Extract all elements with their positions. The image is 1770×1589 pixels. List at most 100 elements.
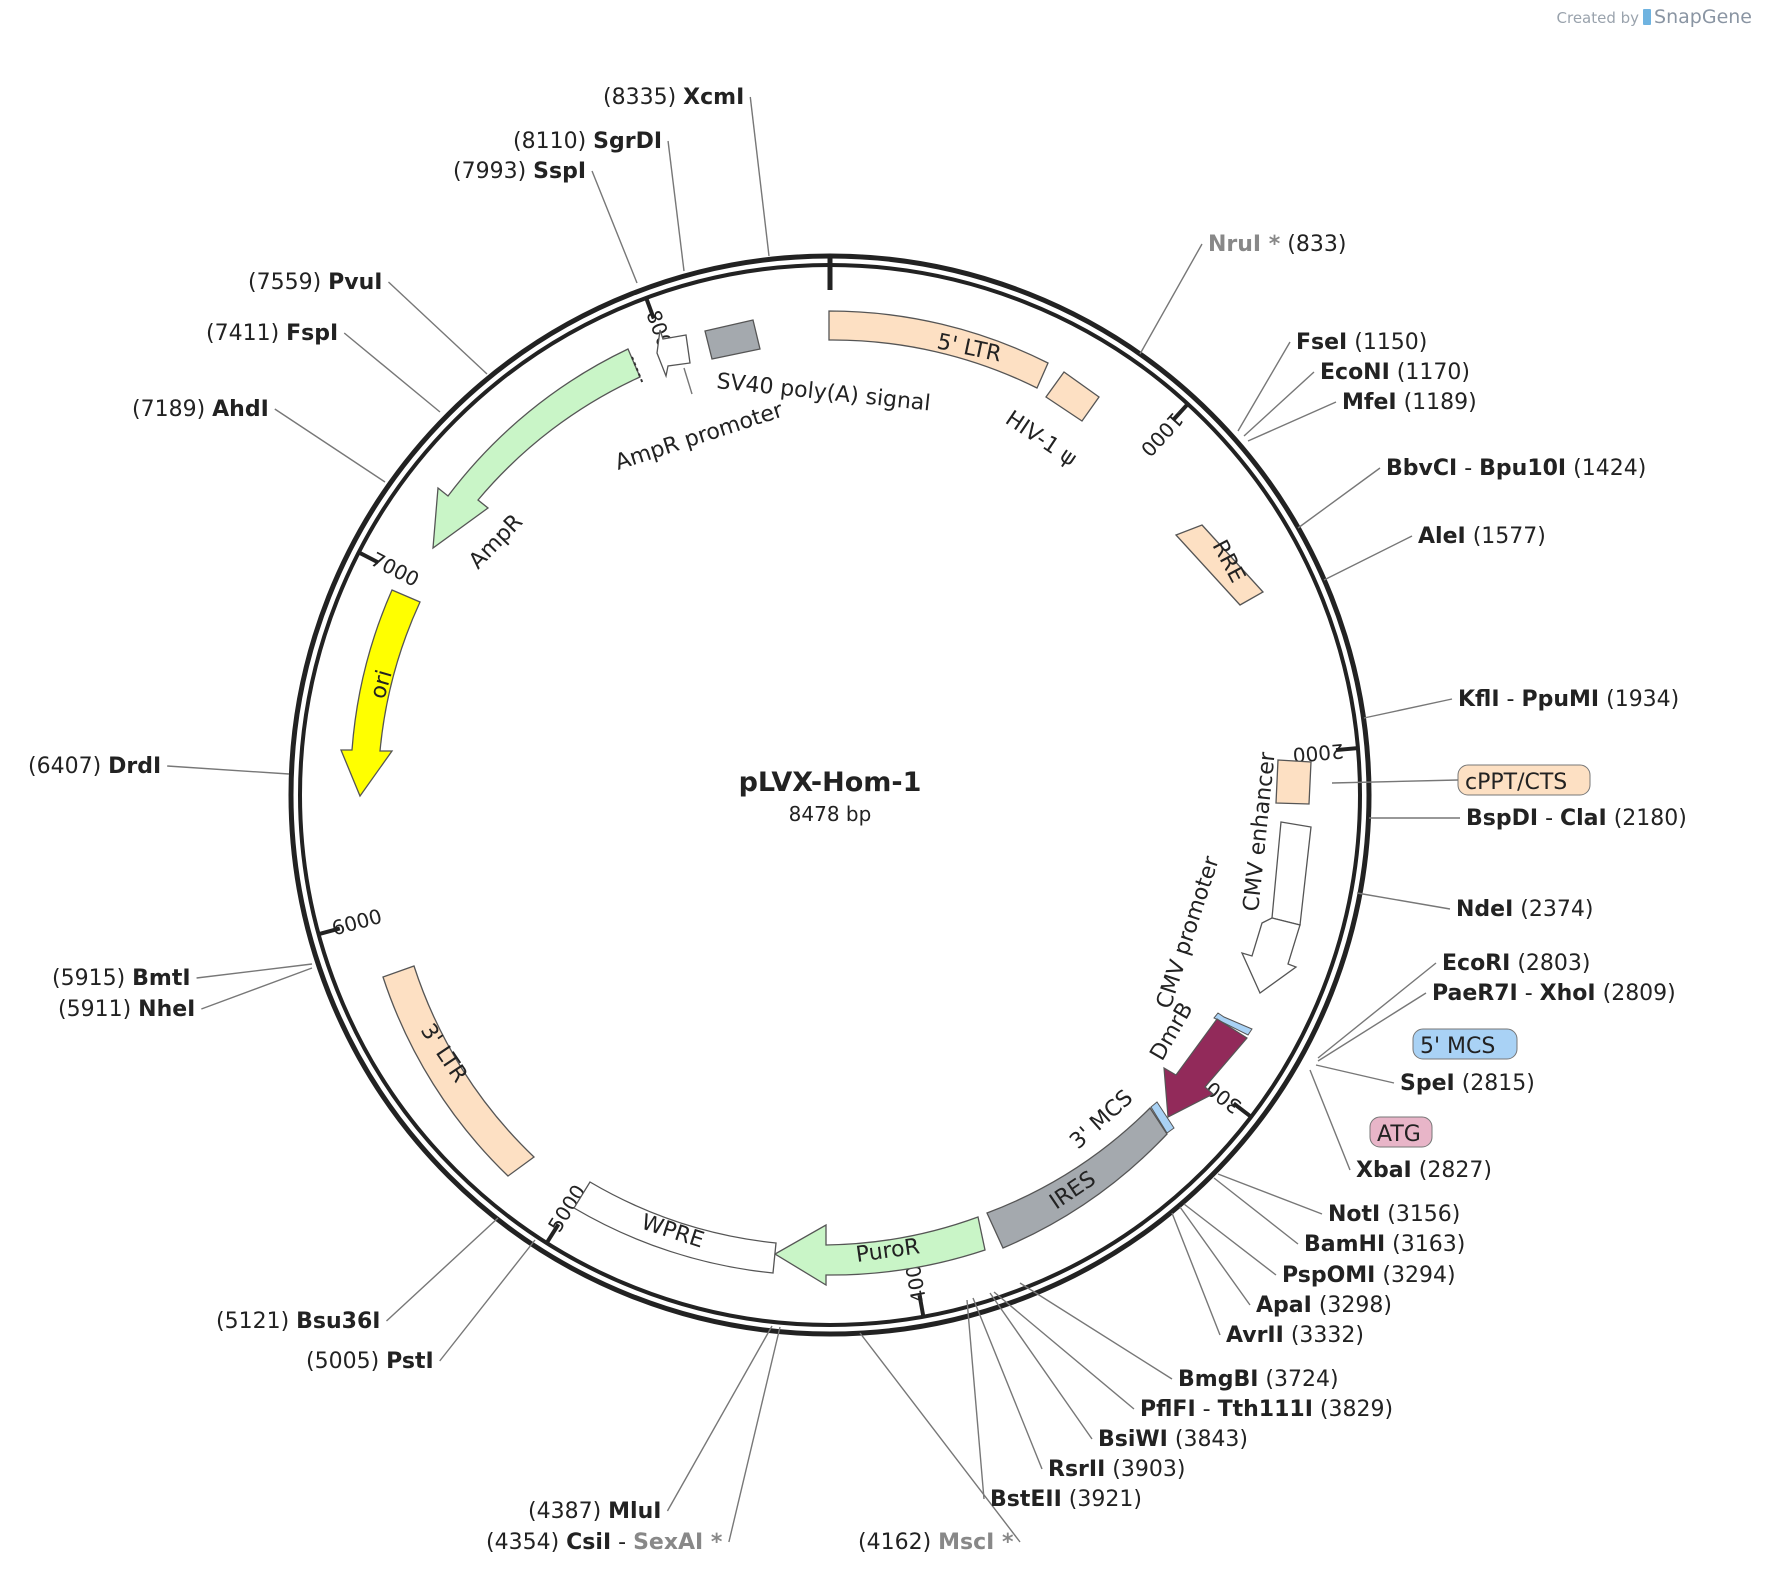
site-position: (1424) — [1573, 456, 1646, 481]
site-label-31[interactable]: AvrII (3332) — [1226, 1323, 1364, 1348]
site-label-13[interactable]: (4162) MscI * — [858, 1530, 1014, 1555]
feature-ampr-promoter[interactable] — [656, 329, 691, 379]
site-leader-11 — [666, 1325, 773, 1512]
site-enzyme: BspDI — [1466, 806, 1538, 831]
site-leader-27 — [1217, 1173, 1323, 1215]
plasmid-name: pLVX-Hom-1 — [739, 767, 922, 798]
site-label-32[interactable]: BmgBI (3724) — [1178, 1367, 1339, 1392]
site-label-29[interactable]: PspOMI (3294) — [1282, 1263, 1456, 1288]
site-position: (4387) — [528, 1499, 601, 1524]
site-enzyme: Bsu36I — [296, 1309, 380, 1334]
feature-cmv-promoter[interactable] — [1240, 917, 1301, 994]
site-label-10[interactable]: (5005) PstI — [306, 1349, 434, 1374]
site-label-0[interactable]: (8335) XcmI — [603, 85, 744, 110]
site-leader-30 — [1179, 1206, 1251, 1306]
site-label-24[interactable]: PaeR7I - XhoI (2809) — [1432, 981, 1676, 1006]
site-enzyme: NotI — [1328, 1202, 1380, 1227]
site-label-36[interactable]: BstEII (3921) — [990, 1487, 1142, 1512]
credit-prefix: Created by — [1556, 9, 1640, 27]
site-label-17[interactable]: MfeI (1189) — [1342, 390, 1477, 415]
feature-hiv1-psi[interactable] — [1045, 371, 1100, 422]
site-leader-20 — [1363, 698, 1453, 719]
feature-cppt-cts[interactable] — [1275, 759, 1312, 805]
site-label-33[interactable]: PflFI - Tth111I (3829) — [1140, 1397, 1393, 1422]
backbone — [288, 253, 1372, 1337]
site-label-3[interactable]: (7559) PvuI — [248, 270, 382, 295]
site-label-6[interactable]: (6407) DrdI — [28, 754, 161, 779]
feature-puror[interactable] — [773, 1216, 986, 1287]
feature-ori[interactable] — [340, 589, 421, 798]
site-leader-5 — [274, 408, 386, 483]
feature-dmrb[interactable] — [1163, 1018, 1248, 1118]
site-label-18[interactable]: BbvCI - Bpu10I (1424) — [1386, 456, 1646, 481]
site-label-8[interactable]: (5911) NheI — [58, 997, 195, 1022]
site-position: (1189) — [1404, 390, 1477, 415]
site-leader-7 — [196, 963, 313, 979]
feature-atg-badge[interactable] — [1369, 1116, 1433, 1148]
site-enzyme: CsiI — [566, 1530, 611, 1555]
site-enzyme: AhdI — [212, 397, 269, 422]
tick-4000 — [917, 1294, 926, 1319]
feature-ires[interactable] — [986, 1106, 1168, 1249]
feature-3-ltr[interactable] — [382, 965, 536, 1177]
ampr-promoter-junction — [631, 356, 644, 385]
feature-rre[interactable] — [1174, 524, 1265, 606]
site-position: (7993) — [453, 159, 526, 184]
site-label-30[interactable]: ApaI (3298) — [1256, 1293, 1392, 1318]
site-label-26[interactable]: XbaI (2827) — [1356, 1158, 1492, 1183]
site-label-15[interactable]: FseI (1150) — [1296, 330, 1427, 355]
feature-5-mcs-badge[interactable] — [1412, 1028, 1518, 1060]
site-enzyme: BamHI — [1304, 1232, 1385, 1257]
site-label-2[interactable]: (7993) SspI — [453, 159, 586, 184]
feature-cppt-leader — [1331, 779, 1459, 784]
site-label-1[interactable]: (8110) SgrDI — [513, 129, 662, 154]
site-label-21[interactable]: BspDI - ClaI (2180) — [1466, 806, 1687, 831]
tick-7000 — [356, 550, 380, 565]
feature-wpre[interactable] — [573, 1181, 777, 1274]
site-leader-16 — [1243, 371, 1315, 437]
site-label-14[interactable]: NruI * (833) — [1208, 232, 1346, 257]
site-leader-15 — [1237, 341, 1291, 432]
site-position: (3829) — [1320, 1397, 1393, 1422]
feature-5-mcs[interactable] — [1213, 1012, 1253, 1036]
site-position: (2815) — [1462, 1071, 1535, 1096]
site-label-4[interactable]: (7411) FspI — [206, 321, 338, 346]
credit-brand: SnapGene — [1654, 6, 1752, 28]
site-enzyme: EcoNI — [1320, 360, 1390, 385]
feature-hiv1-psi-label: HIV-1 ψ — [1001, 406, 1081, 472]
site-label-12[interactable]: (4354) CsiI - SexAI * — [486, 1530, 723, 1555]
site-enzyme: SpeI — [1400, 1071, 1455, 1096]
site-label-5[interactable]: (7189) AhdI — [132, 397, 269, 422]
site-label-28[interactable]: BamHI (3163) — [1304, 1232, 1465, 1257]
site-enzyme: EcoRI — [1442, 951, 1510, 976]
site-partner-enzyme: Tth111I — [1218, 1397, 1313, 1422]
feature-cppt-badge-label: cPPT/CTS — [1465, 770, 1567, 795]
site-position: (3843) — [1175, 1427, 1248, 1452]
feature-3-mcs[interactable] — [1150, 1101, 1175, 1134]
site-label-19[interactable]: AleI (1577) — [1418, 524, 1546, 549]
site-label-16[interactable]: EcoNI (1170) — [1320, 360, 1470, 385]
site-label-20[interactable]: KflI - PpuMI (1934) — [1458, 687, 1679, 712]
feature-5-ltr[interactable] — [828, 310, 1049, 389]
site-label-23[interactable]: EcoRI (2803) — [1442, 951, 1590, 976]
site-label-7[interactable]: (5915) BmtI — [52, 966, 191, 991]
site-label-34[interactable]: BsiWI (3843) — [1098, 1427, 1248, 1452]
site-position: (2827) — [1419, 1158, 1492, 1183]
site-label-25[interactable]: SpeI (2815) — [1400, 1071, 1535, 1096]
tick-6000 — [317, 926, 341, 937]
site-leader-12 — [728, 1326, 781, 1543]
tick-3000 — [1232, 1101, 1254, 1120]
feature-ampr[interactable] — [432, 348, 641, 550]
site-label-9[interactable]: (5121) Bsu36I — [216, 1309, 380, 1334]
site-label-35[interactable]: RsrII (3903) — [1048, 1457, 1185, 1482]
site-label-27[interactable]: NotI (3156) — [1328, 1202, 1460, 1227]
feature-sv40-polya[interactable] — [704, 319, 761, 360]
feature-cmv-enhancer[interactable] — [1271, 821, 1312, 926]
site-label-11[interactable]: (4387) MluI — [528, 1499, 661, 1524]
site-position: (7559) — [248, 270, 321, 295]
site-label-22[interactable]: NdeI (2374) — [1456, 897, 1593, 922]
tick-label-7000: 7000 — [367, 547, 423, 592]
site-position: (5121) — [216, 1309, 289, 1334]
site-position: (8110) — [513, 129, 586, 154]
site-leader-35 — [972, 1297, 1043, 1470]
